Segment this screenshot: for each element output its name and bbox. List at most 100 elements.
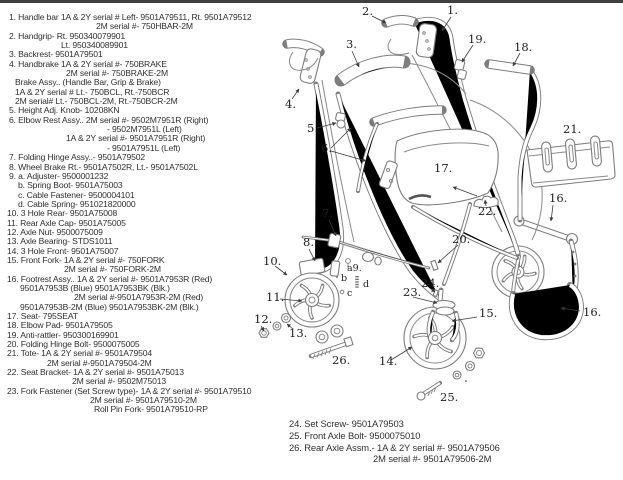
callout-label-b: b [341,273,347,284]
front-hub [427,330,443,346]
parts-list-line: Roll Pin Fork- 9501A79510-RP [94,404,208,415]
callout-label-20: 20. [452,232,470,246]
tote-strap [590,135,602,167]
front-washer [464,360,476,372]
anti-rattler [453,59,466,72]
callout-label-12: 12. [254,312,272,326]
callout-leader [441,16,452,32]
parts-list-line: 4. Handbrake 1A & 2Y serial #- 750BRAKE [9,58,167,69]
tote-strap [541,141,553,173]
callout-leader [452,186,478,197]
callout-leader [437,244,459,264]
fork-stem-core [438,289,443,303]
callout-leader [279,298,303,303]
callout-leader [483,199,488,207]
backrest-pad-core [337,55,406,85]
elbow-pad-left-core [372,106,443,126]
footrest-upper-tube-core [518,219,572,241]
callout-leader [316,121,337,129]
callout-label-15: 15. [479,306,497,320]
axle-nut [258,328,270,338]
callout-leader [390,346,413,361]
cable-parts-cluster [336,258,359,295]
callout-label-26: 26. [332,353,350,367]
seat-pad [394,128,499,206]
hinge-plate [378,160,398,189]
callout-label-1: 1. [447,3,458,17]
callout-label-a9: a9. [347,263,362,274]
callout-label-d: d [363,279,369,290]
axle-washer [280,312,292,324]
parts-list-line: 20. Folding Hinge Bolt- 9500075005 [7,339,140,350]
parts-list-line: 1. Handle bar 1A & 2Y serial # Left- 950… [9,12,252,22]
brake-housing-right [415,23,438,58]
parts-list-line: 8. Wheel Brake Rt.- 9501A7502R, Lt.- 950… [9,161,198,172]
rear-axle-cap [304,292,320,308]
callout-leader [371,15,387,24]
parts-list-line: 25. Front Axle Bolt- 9500075010 [289,429,421,441]
left-frame [282,38,447,302]
left-front-leg-core [336,93,442,301]
diagram-callouts: 1.2.3.4.5.6.7.8.a9.bcd10.11.12.13.14.15.… [254,3,601,404]
callout-leader [260,325,265,332]
parts-list-line: 23. Fork Fastener (Set Screw type)- 1A &… [7,385,252,396]
front-bearing [452,370,462,380]
axle-washer-part [330,324,344,338]
parts-list-line: Brake Assy.. (Handle Bar, Grip & Brake) [15,77,161,88]
callout-leader [512,52,521,67]
fold-hinge-block [327,232,342,249]
parts-list-line: 2. Handgrip- Rt. 950340079901 [9,30,126,41]
callout-label-16: 16. [583,305,601,319]
parts-list-line: 10. 3 Hole Rear- 9501A75008 [7,208,118,219]
fork-collar-lower [435,306,455,316]
seat-slot [408,194,432,201]
bolt-head [343,336,354,348]
parts-list-line: 3. Backrest- 9501A79501 [9,49,103,60]
brake-housing-left [299,48,322,84]
callout-leader [412,296,438,305]
parts-list-line: 2M serial #- 750FORK-2M [64,264,161,275]
axle-cap-part [315,330,329,344]
right-front-leg-core [443,203,472,285]
callout-label-24: 24. [421,276,439,290]
parts-list-line: 2M serial# Lt.- 750BCL-2M, Rt.-750BCR-2M [15,96,178,107]
callout-leader [286,323,294,330]
cross-tube-core [412,206,518,259]
parts-list-line: Lt. 950340089901 [61,40,128,51]
folding-hinge-assembly [301,232,439,272]
callout-label-6: 6. [321,141,332,155]
parts-list-line: 26. Rear Axle Assm.- 1A & 2Y serial #- 9… [289,441,500,453]
parts-list-line: 9501A7953B-2M (Blue) 9501A7953BK-2M (Blk… [20,301,199,312]
brake-lever-left [289,51,319,71]
callout-label-4: 4. [285,97,296,111]
tote-strap [565,138,577,170]
rear-axle-bolt-core [310,341,349,358]
parts-list-line: 17. Seat- 795SEAT [7,311,78,321]
parts-list-line: 21. Tote- 1A & 2Y serial #- 9501A79504 [7,348,152,359]
callout-label-14: 14. [379,354,397,368]
callout-leader [351,50,360,68]
front-axle-nut [472,347,486,359]
callout-label-23: 23. [403,285,421,299]
parts-list-line: 7. Folding Hinge Assy..- 9501A79502 [9,152,146,163]
callout-label-7: 7. [322,206,333,220]
parts-list-line: 5. Height Adj. Knob- 10208KN [9,105,120,116]
parts-list-line: d. Cable Spring- 951021820000 [18,198,136,209]
parts-list-line: 1A & 2Y serial #- 9501A7951R (Right) [66,133,206,144]
parts-list-line: 9. a. Adjuster- 9500001232 [9,170,109,181]
bolt-threads [312,348,332,360]
parts-list: 1. Handle bar 1A & 2Y serial # Left- 950… [4,12,252,415]
callout-label-25: 25. [440,390,458,404]
parts-list-line: 2M serial #- 9501A79506-2M [373,453,492,465]
callout-leader [274,265,288,276]
footrest-loop-core [509,283,584,340]
set-screw [432,289,439,298]
callout-leader [560,306,581,312]
axle-bearing-left [272,321,282,331]
right-rear-tube-core [518,69,541,220]
callout-leader [308,248,316,262]
callout-label-8: 8. [303,235,314,249]
front-bolt-head [416,391,426,401]
